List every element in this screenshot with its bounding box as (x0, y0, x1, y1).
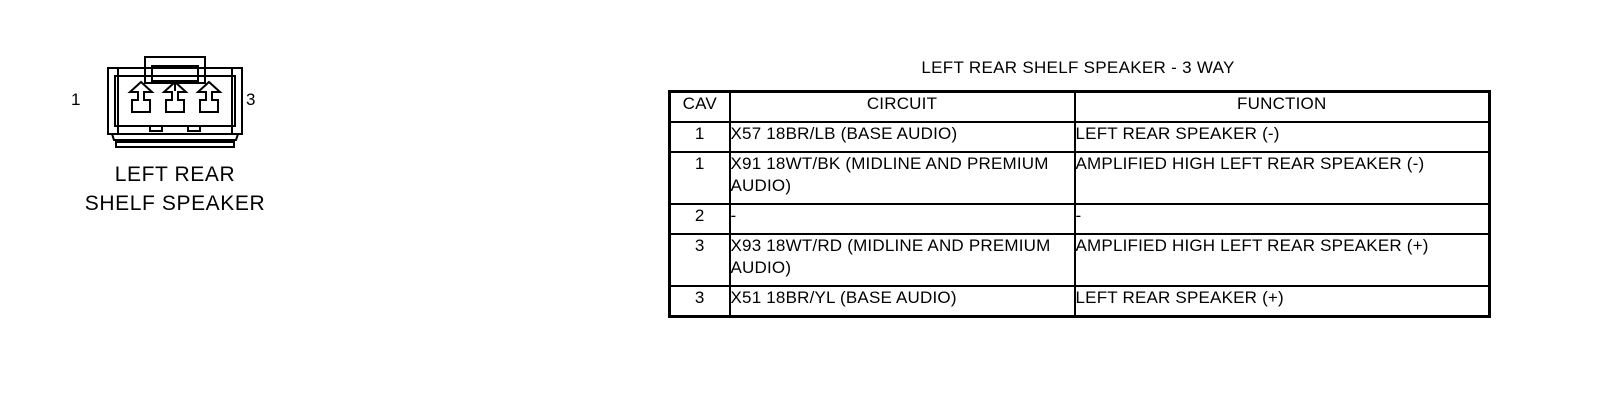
column-header-function: FUNCTION (1073, 90, 1491, 123)
cell-function: AMPLIFIED HIGH LEFT REAR SPEAKER (-) (1073, 151, 1491, 205)
cell-function: LEFT REAR SPEAKER (+) (1073, 285, 1491, 318)
cell-circuit: X51 18BR/YL (BASE AUDIO) (728, 285, 1076, 318)
cell-cav: 3 (668, 233, 731, 287)
table-row: 3 X93 18WT/RD (MIDLINE AND PREMIUM AUDIO… (668, 233, 1491, 287)
connector-illustration-block: 1 3 (60, 50, 340, 280)
table-row: 1 X91 18WT/BK (MIDLINE AND PREMIUM AUDIO… (668, 151, 1491, 205)
cell-circuit: - (728, 203, 1076, 235)
pin-number-right: 3 (246, 90, 256, 109)
column-header-cav: CAV (668, 90, 731, 123)
cell-cav: 1 (668, 151, 731, 205)
table-row: 3 X51 18BR/YL (BASE AUDIO) LEFT REAR SPE… (668, 285, 1491, 318)
connector-caption-line-1: LEFT REAR (114, 163, 236, 186)
cell-circuit: X93 18WT/RD (MIDLINE AND PREMIUM AUDIO) (728, 233, 1076, 287)
table-header-row: CAV CIRCUIT FUNCTION (668, 90, 1491, 123)
pin-number-left: 1 (71, 90, 81, 109)
cell-function: - (1073, 203, 1491, 235)
cell-circuit: X91 18WT/BK (MIDLINE AND PREMIUM AUDIO) (728, 151, 1076, 205)
connector-diagram-icon (107, 56, 243, 148)
cell-function: AMPLIFIED HIGH LEFT REAR SPEAKER (+) (1073, 233, 1491, 287)
connector-caption: LEFT REAR SHELF SPEAKER (60, 160, 290, 218)
column-header-circuit: CIRCUIT (728, 90, 1076, 123)
cell-function: LEFT REAR SPEAKER (-) (1073, 121, 1491, 153)
cell-cav: 2 (668, 203, 731, 235)
table-row: 2 - - (668, 203, 1491, 235)
cell-cav: 3 (668, 285, 731, 318)
table-title: LEFT REAR SHELF SPEAKER - 3 WAY (921, 58, 1235, 77)
cell-cav: 1 (668, 121, 731, 153)
pinout-table: CAV CIRCUIT FUNCTION 1 X57 18BR/LB (BASE… (668, 90, 1491, 318)
table-row: 1 X57 18BR/LB (BASE AUDIO) LEFT REAR SPE… (668, 121, 1491, 153)
cell-circuit: X57 18BR/LB (BASE AUDIO) (728, 121, 1076, 153)
connector-caption-line-2: SHELF SPEAKER (84, 192, 266, 215)
pinout-table-block: LEFT REAR SHELF SPEAKER - 3 WAY CAV CIRC… (668, 58, 1491, 318)
